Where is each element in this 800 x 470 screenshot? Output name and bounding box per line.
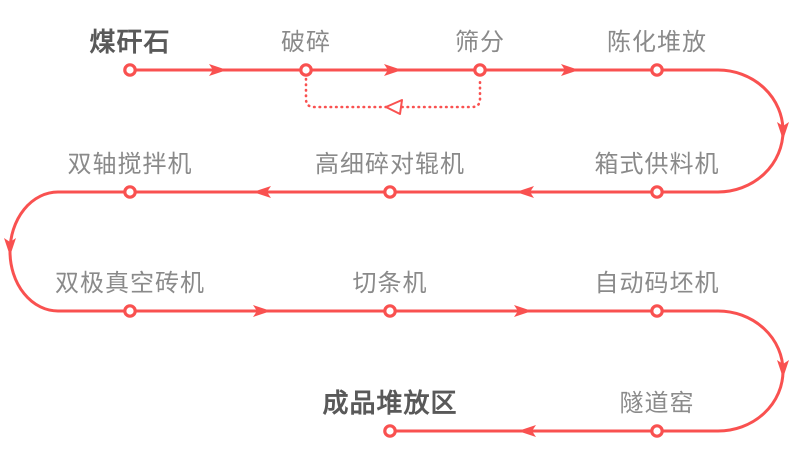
node-screening xyxy=(473,63,487,77)
feedback-arrowhead-icon xyxy=(385,99,403,115)
stage-label-vacuum-brick-machine: 双极真空砖机 xyxy=(55,270,205,297)
node-box-feeder xyxy=(650,185,664,199)
arrowhead-icon xyxy=(777,122,789,140)
node-aging-stockpile xyxy=(650,63,664,77)
stage-label-fine-roller-crusher: 高细碎对辊机 xyxy=(315,151,465,178)
arrowhead-icon xyxy=(514,305,532,317)
stage-label-crushing: 破碎 xyxy=(281,29,331,56)
stage-label-box-feeder: 箱式供料机 xyxy=(595,151,720,178)
node-fine-roller-crusher xyxy=(383,185,397,199)
arrowhead-icon xyxy=(561,64,579,76)
stage-label-raw-material: 煤矸石 xyxy=(89,27,170,57)
flow-path xyxy=(8,68,785,433)
stage-label-auto-stacker: 自动码坯机 xyxy=(595,270,720,297)
stage-label-finished-area: 成品堆放区 xyxy=(322,388,457,418)
stage-label-aging-stockpile: 陈化堆放 xyxy=(607,29,707,56)
node-twin-shaft-mixer xyxy=(123,185,137,199)
node-raw-material xyxy=(123,63,137,77)
stage-label-twin-shaft-mixer: 双轴搅拌机 xyxy=(68,151,193,178)
stage-label-screening: 筛分 xyxy=(455,29,505,56)
node-auto-stacker xyxy=(650,304,664,318)
node-strip-cutter xyxy=(383,304,397,318)
stage-label-tunnel-kiln: 隧道窑 xyxy=(620,390,695,417)
arrowhead-icon xyxy=(4,238,16,256)
arrowhead-icon xyxy=(384,64,402,76)
arrowhead-icon xyxy=(516,186,534,198)
arrowhead-icon xyxy=(518,425,536,437)
node-vacuum-brick-machine xyxy=(123,304,137,318)
feedback-dotted-path xyxy=(304,77,482,109)
node-finished-area xyxy=(383,424,397,438)
arrowhead-icon xyxy=(253,186,271,198)
node-tunnel-kiln xyxy=(650,424,664,438)
arrowhead-icon xyxy=(209,64,227,76)
node-crushing xyxy=(299,63,313,77)
stage-label-strip-cutter: 切条机 xyxy=(353,270,428,297)
arrowhead-icon xyxy=(777,360,789,378)
arrowhead-icon xyxy=(253,305,271,317)
